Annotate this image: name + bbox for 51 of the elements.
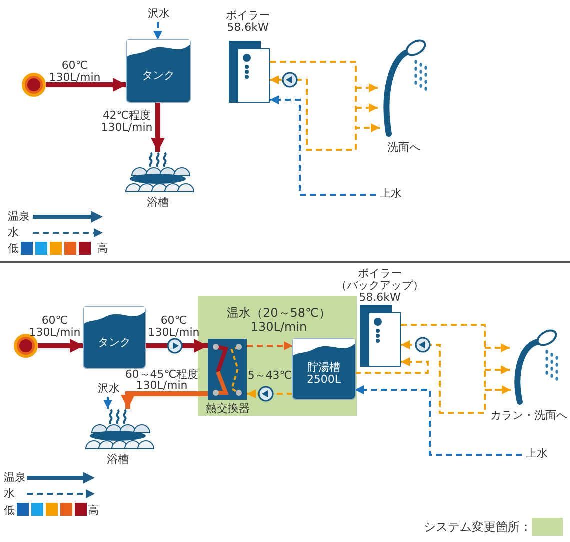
arrow xyxy=(247,390,293,398)
boiler-label: 58.6kW xyxy=(358,292,402,304)
destination-label: 洗面へ xyxy=(386,142,422,154)
boiler-label: ボイラー xyxy=(357,268,403,280)
destination-label: カラン・洗面へ xyxy=(490,410,568,422)
edge-label: 5～43℃ xyxy=(246,370,294,382)
place-label: 沢水 xyxy=(142,8,176,22)
change-area xyxy=(198,296,357,416)
place-label: 沢水 xyxy=(92,383,126,397)
edge-label: 温水（20～58℃） 130L/min xyxy=(226,306,332,334)
arrow xyxy=(355,386,522,456)
arrow xyxy=(247,342,293,350)
edge-label: 60℃ 130L/min xyxy=(48,60,102,84)
arrow xyxy=(104,397,112,409)
arrow xyxy=(401,324,511,394)
scale-label: 低 xyxy=(4,505,15,517)
boiler-label: ボイラー xyxy=(225,10,271,22)
arrow xyxy=(121,392,208,409)
edge-label: 42℃程度 130L/min xyxy=(100,110,154,134)
legend-text: 水 xyxy=(4,488,15,500)
bath-label: 浴槽 xyxy=(146,197,170,209)
tank: タンク xyxy=(127,40,190,102)
spring-icon xyxy=(22,73,46,97)
boiler-label: （バックアップ） xyxy=(335,280,425,292)
scale-label: 低 xyxy=(8,243,19,255)
legend-text: 水 xyxy=(8,227,19,239)
arrow xyxy=(355,358,429,374)
bath-label: 浴槽 xyxy=(106,454,130,466)
legend-text: システム変更箇所： xyxy=(424,521,532,533)
arrow xyxy=(145,339,208,353)
place-label: 上水 xyxy=(522,448,552,462)
arrow xyxy=(151,102,165,152)
heat-exchanger-label: 熱交換器 xyxy=(205,403,251,415)
arrow xyxy=(270,76,380,151)
arrow xyxy=(270,61,380,132)
scale-label: 高 xyxy=(97,243,108,255)
arrow xyxy=(401,340,511,414)
edge-label: 60℃ 130L/min xyxy=(28,315,82,339)
legend-text: 温泉 xyxy=(4,472,26,484)
arrow xyxy=(270,96,376,196)
edge-label: 60～45℃程度 130L/min xyxy=(124,369,200,391)
tank: 貯湯槽 2500L xyxy=(293,339,355,399)
arrow xyxy=(154,22,162,40)
edge-label: 60℃ 130L/min xyxy=(147,315,201,339)
place-label: 上水 xyxy=(376,188,406,202)
scale-label: 高 xyxy=(88,505,99,517)
boiler-label: 58.6kW xyxy=(226,22,270,34)
tank: タンク xyxy=(84,307,145,368)
legend-text: 温泉 xyxy=(8,211,30,223)
arrow xyxy=(38,339,84,353)
arrow xyxy=(46,78,127,92)
